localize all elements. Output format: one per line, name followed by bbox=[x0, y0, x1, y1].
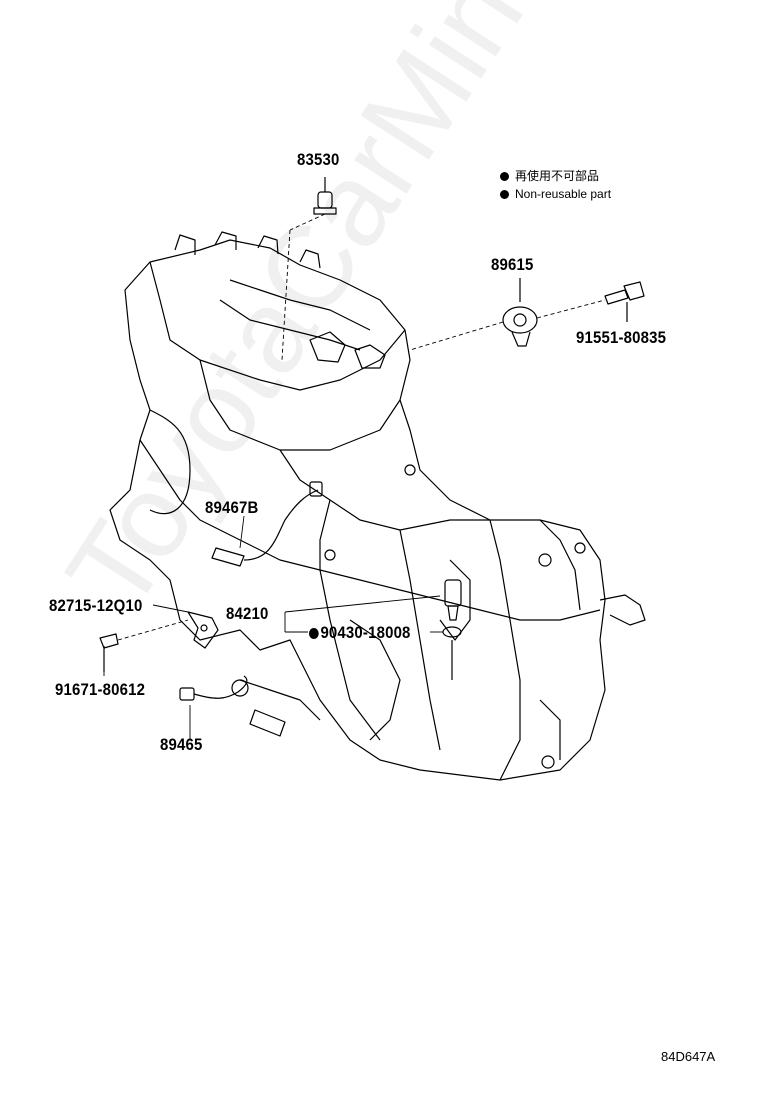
legend-text-en: Non-reusable part bbox=[515, 187, 612, 201]
label-90430-text: 90430-18008 bbox=[320, 623, 411, 642]
knock-sensor-89615-part bbox=[502, 278, 538, 347]
label-91551-80835: 91551-80835 bbox=[576, 328, 667, 347]
label-90430-18008: 90430-18008 bbox=[309, 623, 411, 643]
label-82715-12q10: 82715-12Q10 bbox=[49, 596, 143, 615]
label-89465: 89465 bbox=[160, 735, 203, 754]
label-89615: 89615 bbox=[491, 255, 534, 274]
bolt-91671-part bbox=[99, 633, 119, 672]
bolt-91551-part bbox=[604, 281, 645, 322]
bullet-icon bbox=[500, 189, 509, 199]
legend-row-jp: 再使用不可部品 bbox=[500, 167, 611, 185]
label-83530: 83530 bbox=[297, 150, 340, 169]
drawing-code: 84D647A bbox=[661, 1049, 716, 1064]
sensor-83530-part bbox=[313, 177, 337, 215]
legend-text-jp: 再使用不可部品 bbox=[515, 169, 600, 183]
oxygen-sensor-89465-part bbox=[179, 675, 286, 737]
label-89467b: 89467B bbox=[205, 498, 259, 517]
oxygen-sensor-89467b-part bbox=[211, 481, 323, 567]
sensor-84210-part bbox=[442, 579, 462, 680]
non-reusable-bullet-icon bbox=[309, 628, 319, 639]
leader-lines bbox=[103, 213, 606, 740]
bullet-icon bbox=[500, 171, 509, 181]
legend-row-en: Non-reusable part bbox=[500, 185, 611, 203]
legend: 再使用不可部品 Non-reusable part bbox=[500, 167, 611, 203]
bracket-82715-part bbox=[187, 611, 219, 649]
engine-outline bbox=[109, 231, 646, 781]
label-91671-80612: 91671-80612 bbox=[55, 680, 146, 699]
label-84210: 84210 bbox=[226, 604, 269, 623]
